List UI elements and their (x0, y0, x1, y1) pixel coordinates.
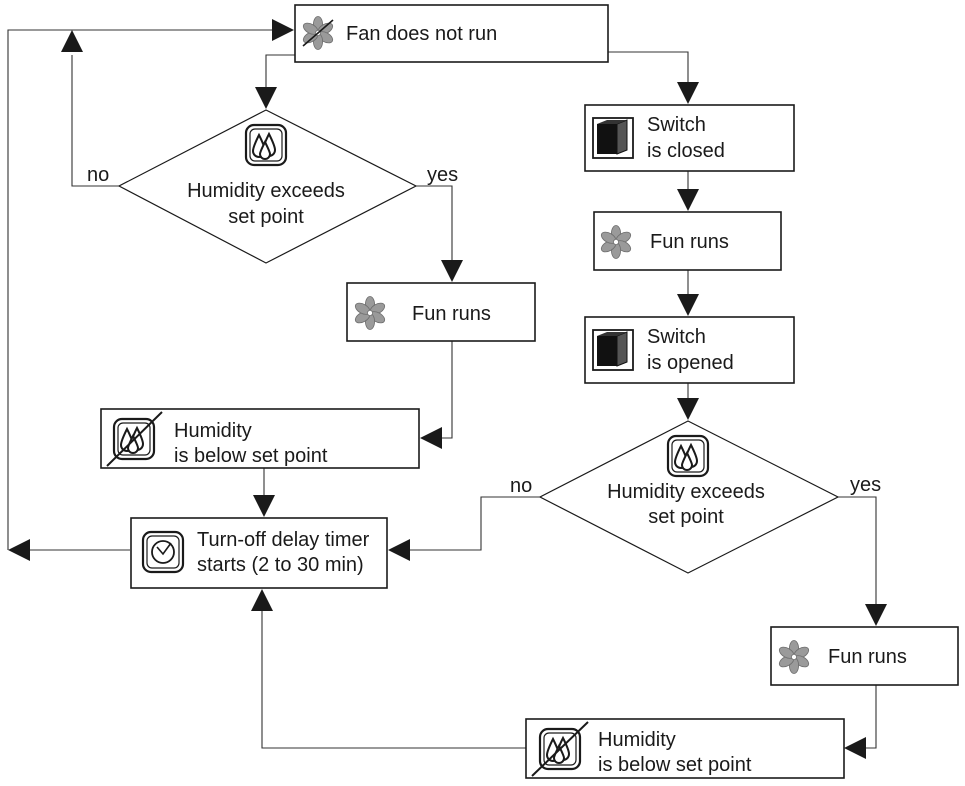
decision-left: Humidity exceeds set point (117, 109, 418, 264)
arrowhead-to-timer-top (253, 495, 275, 517)
node-label: Fun runs (650, 231, 729, 253)
arrowhead-to-below-left (420, 427, 442, 449)
node-humidity-below-left: Humidity is below set point (100, 408, 420, 469)
arrowhead-to-switch-opened (677, 294, 699, 316)
node-label-line1: Switch (647, 114, 706, 136)
node-label: Fun runs (828, 646, 907, 668)
node-label-line2: is opened (647, 352, 734, 374)
decision-right: Humidity exceeds set point (538, 420, 840, 574)
connector-fun-runs-right-to-below-right (866, 685, 877, 749)
connectors (7, 29, 877, 749)
connector-below-right-to-timer (261, 611, 526, 749)
node-label: Fun runs (412, 303, 491, 325)
connector-outer-loop (7, 29, 272, 550)
strike-icon (531, 721, 589, 777)
edge-label-no: no (510, 475, 532, 497)
node-label-line2: is closed (647, 140, 725, 162)
arrowhead-to-switch-closed (677, 82, 699, 104)
edge-label-yes: yes (427, 164, 458, 186)
water-drops-icon (666, 434, 710, 478)
connector-start-to-left-decision (265, 54, 296, 90)
node-label-line1: Humidity (598, 729, 676, 751)
node-label-line2: is below set point (174, 445, 328, 467)
node-label-line2: starts (2 to 30 min) (197, 554, 364, 576)
connector-right-yes (838, 496, 877, 608)
arrowheads (8, 19, 887, 759)
edge-label-yes: yes (850, 474, 881, 496)
node-timer: Turn-off delay timer starts (2 to 30 min… (130, 517, 388, 589)
node-switch-opened: Switch is opened (584, 316, 795, 384)
strike-icon (302, 19, 334, 47)
decision-label-line2: set point (648, 506, 724, 528)
node-fun-runs-right-bottom: Fun runs (770, 626, 959, 686)
arrowhead-to-start (272, 19, 294, 41)
arrowhead-to-below-right (844, 737, 866, 759)
arrowhead-up-left-loop (61, 30, 83, 52)
edge-label-no: no (87, 164, 109, 186)
connector-left-yes (416, 185, 453, 264)
connector-left-no (71, 55, 119, 187)
connector-right-no (410, 496, 540, 551)
arrowhead-outer-left (8, 539, 30, 561)
node-fun-runs-right-top: Fun runs (593, 211, 782, 271)
node-humidity-below-right: Humidity is below set point (525, 718, 845, 779)
arrowhead-to-right-decision (677, 398, 699, 420)
connector-fun-runs-left-to-below-left (442, 341, 453, 439)
arrowhead-to-fun-runs-left (441, 260, 463, 282)
arrowhead-to-fun-runs-right-bottom (865, 604, 887, 626)
connector-start-to-switch-closed (608, 51, 689, 86)
decision-label-line2: set point (228, 206, 304, 228)
decision-label-line1: Humidity exceeds (187, 180, 345, 202)
arrowhead-to-timer-bottom (251, 589, 273, 611)
arrowhead-to-fun-runs-right (677, 189, 699, 211)
decision-label-line1: Humidity exceeds (607, 481, 765, 503)
arrowhead-to-timer-right (388, 539, 410, 561)
clock-icon (141, 530, 185, 574)
node-label-line1: Turn-off delay timer (197, 529, 370, 551)
rocker-switch-icon (592, 117, 634, 159)
node-fun-runs-left: Fun runs (346, 282, 536, 342)
arrowhead-to-left-decision (255, 87, 277, 109)
node-label-line2: is below set point (598, 754, 752, 776)
rocker-switch-icon (592, 329, 634, 371)
node-label: Fan does not run (346, 23, 497, 45)
water-drops-icon (244, 123, 288, 167)
node-label-line1: Humidity (174, 420, 252, 442)
node-label-line1: Switch (647, 326, 706, 348)
node-fan-does-not-run: Fan does not run (294, 4, 609, 63)
strike-icon (106, 411, 163, 467)
node-switch-closed: Switch is closed (584, 104, 795, 172)
